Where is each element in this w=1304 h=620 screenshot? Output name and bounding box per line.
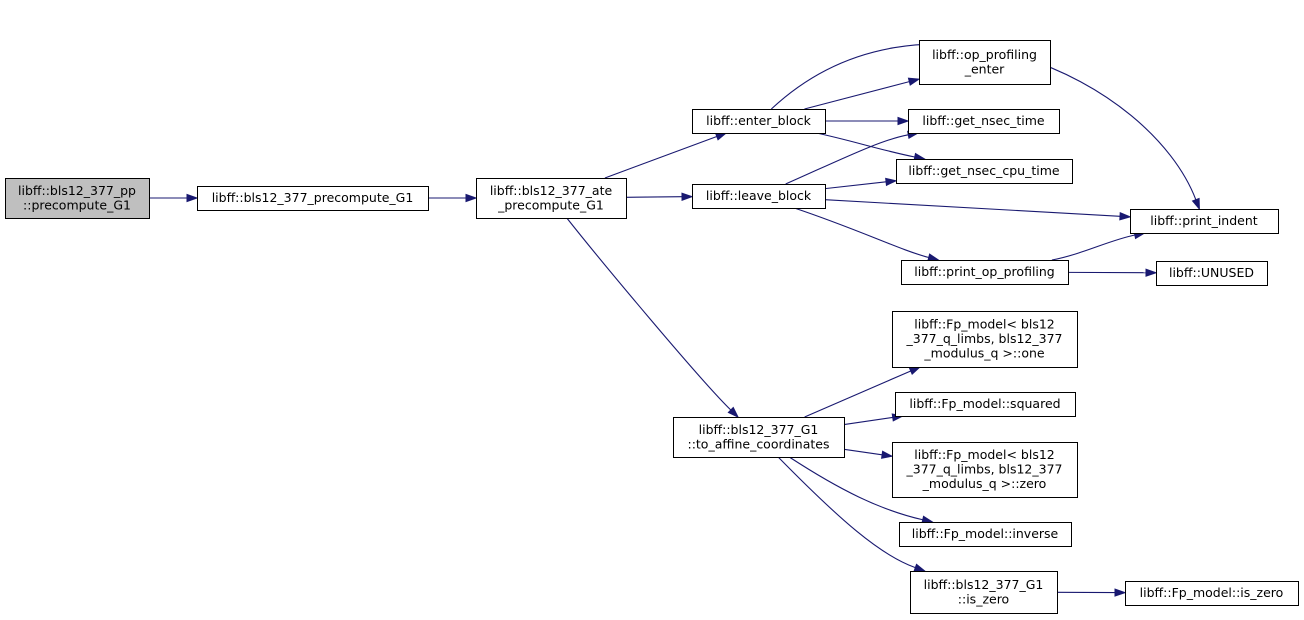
node-box (908, 109, 1060, 134)
node-box (895, 392, 1076, 417)
node-box (1156, 261, 1268, 286)
node-op-prof-enter[interactable]: libff::op_profiling_enter (919, 40, 1051, 85)
node-label-line: libff::enter_block (706, 113, 811, 128)
call-edge-to_affine-to-g1_is_zero (777, 456, 916, 569)
node-label-line: libff::bls12_377_G1 (699, 422, 819, 437)
arrowhead-to_affine-to-fp_zero (881, 450, 894, 459)
arrowhead-print_op_prof-to-unused (1145, 268, 1158, 277)
node-enter-block[interactable]: libff::enter_block (692, 109, 826, 134)
call-edge-leave_block-to-get_nsec_cpu_time (824, 181, 887, 190)
node-box (197, 186, 429, 211)
node-label-line: _modulus_q >::zero (922, 476, 1047, 491)
call-edge-leave_block-to-print_op_prof (794, 207, 929, 259)
node-label-line: libff::Fp_model< bls12 (914, 447, 1055, 462)
call-edge-to_affine-to-fp_zero (843, 448, 883, 456)
node-label-line: libff::op_profiling (932, 47, 1037, 62)
node-label-line: libff::Fp_model::inverse (912, 526, 1059, 541)
call-edge-to_affine-to-fp_inverse (788, 456, 923, 521)
call-edge-leave_block-to-print_indent (824, 199, 1121, 217)
call-edge-to_affine-to-fp_squared (843, 416, 893, 426)
node-label-line: _377_q_limbs, bls12_377 (906, 462, 1063, 477)
node-label-line: libff::leave_block (706, 188, 812, 203)
node-print-indent[interactable]: libff::print_indent (1130, 209, 1279, 234)
node-label-line: _modulus_q >::one (923, 346, 1044, 361)
node-label-line: libff::print_op_profiling (914, 264, 1055, 279)
node-label-line: libff::bls12_377_G1 (924, 577, 1044, 592)
node-label-line: libff::bls12_377_precompute_G1 (212, 190, 414, 205)
node-fp-inverse[interactable]: libff::Fp_model::inverse (899, 522, 1072, 547)
node-label-line: libff::get_nsec_cpu_time (908, 163, 1059, 178)
arrowhead-precompute_pp-to-precompute_G1 (186, 193, 199, 203)
call-edge-print_op_prof-to-print_indent (1051, 234, 1135, 261)
node-box (692, 184, 826, 209)
node-ate-precompute[interactable]: libff::bls12_377_ate_precompute_G1 (476, 178, 627, 219)
node-label-line: _enter (964, 61, 1005, 76)
arrowhead-leave_block-to-print_op_prof (927, 253, 940, 262)
node-label-line: ::to_affine_coordinates (687, 436, 829, 451)
node-label-line: _377_q_limbs, bls12_377 (906, 331, 1063, 346)
arrowhead-ate_precompute-to-enter_block (714, 132, 728, 141)
arrowhead-enter_block-to-print_indent (1191, 197, 1200, 211)
node-fp-one[interactable]: libff::Fp_model< bls12_377_q_limbs, bls1… (892, 311, 1078, 368)
node-label-line: _precompute_G1 (497, 197, 604, 212)
call-edges (149, 43, 1200, 597)
node-box (1130, 209, 1279, 234)
node-box (901, 260, 1069, 285)
node-box (899, 522, 1072, 547)
node-get-nsec-cpu-time[interactable]: libff::get_nsec_cpu_time (896, 159, 1073, 184)
node-box (896, 159, 1073, 184)
call-edge-enter_block-to-get_nsec_cpu_time (816, 132, 915, 158)
node-label-line: libff::Fp_model::squared (909, 396, 1060, 411)
arrowhead-leave_block-to-print_indent (1119, 212, 1132, 221)
node-leave-block[interactable]: libff::leave_block (692, 184, 826, 209)
arrowhead-precompute_G1-to-ate_precompute (465, 193, 478, 203)
node-to-affine[interactable]: libff::bls12_377_G1::to_affine_coordinat… (673, 417, 845, 458)
node-get-nsec-time[interactable]: libff::get_nsec_time (908, 109, 1060, 134)
node-box (476, 178, 627, 219)
node-precompute-G1[interactable]: libff::bls12_377_precompute_G1 (197, 186, 429, 211)
node-label-line: libff::bls12_377_pp (18, 183, 136, 198)
node-box (892, 311, 1078, 368)
call-edge-leave_block-to-get_nsec_time (785, 134, 909, 185)
node-label-line: libff::bls12_377_ate (490, 183, 613, 198)
call-edge-to_affine-to-fp_one (804, 370, 911, 418)
call-edge-ate_precompute-to-to_affine (566, 217, 732, 411)
node-label-line: ::is_zero (958, 591, 1009, 606)
node-print-op-prof[interactable]: libff::print_op_profiling (901, 260, 1069, 285)
call-edge-ate_precompute-to-leave_block (625, 196, 683, 198)
node-box (673, 417, 845, 458)
node-label-line: libff::UNUSED (1169, 265, 1254, 280)
node-label-line: libff::Fp_model< bls12 (914, 317, 1055, 332)
arrowhead-to_affine-to-g1_is_zero (913, 563, 927, 572)
node-label-line: libff::print_indent (1150, 213, 1257, 228)
node-fp-is-zero[interactable]: libff::Fp_model::is_zero (1125, 581, 1299, 606)
arrowhead-leave_block-to-get_nsec_cpu_time (885, 177, 898, 187)
node-box (5, 178, 150, 219)
node-label-line: ::precompute_G1 (23, 197, 131, 212)
call-edge-ate_precompute-to-enter_block (604, 135, 717, 179)
node-label-line: libff::Fp_model::is_zero (1140, 585, 1284, 600)
node-g1-is-zero[interactable]: libff::bls12_377_G1::is_zero (910, 571, 1058, 614)
arrowhead-enter_block-to-get_nsec_time (897, 116, 910, 126)
call-edge-enter_block-to-op_prof_enter (804, 81, 910, 110)
arrowhead-ate_precompute-to-to_affine (727, 406, 740, 419)
node-box (919, 40, 1051, 85)
node-label-line: libff::get_nsec_time (922, 113, 1044, 128)
node-box (692, 109, 826, 134)
arrowhead-g1_is_zero-to-fp_is_zero (1114, 588, 1127, 597)
node-unused[interactable]: libff::UNUSED (1156, 261, 1268, 286)
node-fp-squared[interactable]: libff::Fp_model::squared (895, 392, 1076, 417)
node-fp-zero[interactable]: libff::Fp_model< bls12_377_q_limbs, bls1… (892, 442, 1078, 498)
node-precompute-pp[interactable]: libff::bls12_377_pp::precompute_G1 (5, 178, 150, 219)
node-box (910, 571, 1058, 614)
arrowhead-to_affine-to-fp_one (908, 366, 922, 376)
node-box (1125, 581, 1299, 606)
node-box (892, 442, 1078, 498)
arrowhead-ate_precompute-to-leave_block (681, 192, 694, 201)
arrowhead-enter_block-to-op_prof_enter (907, 77, 921, 86)
